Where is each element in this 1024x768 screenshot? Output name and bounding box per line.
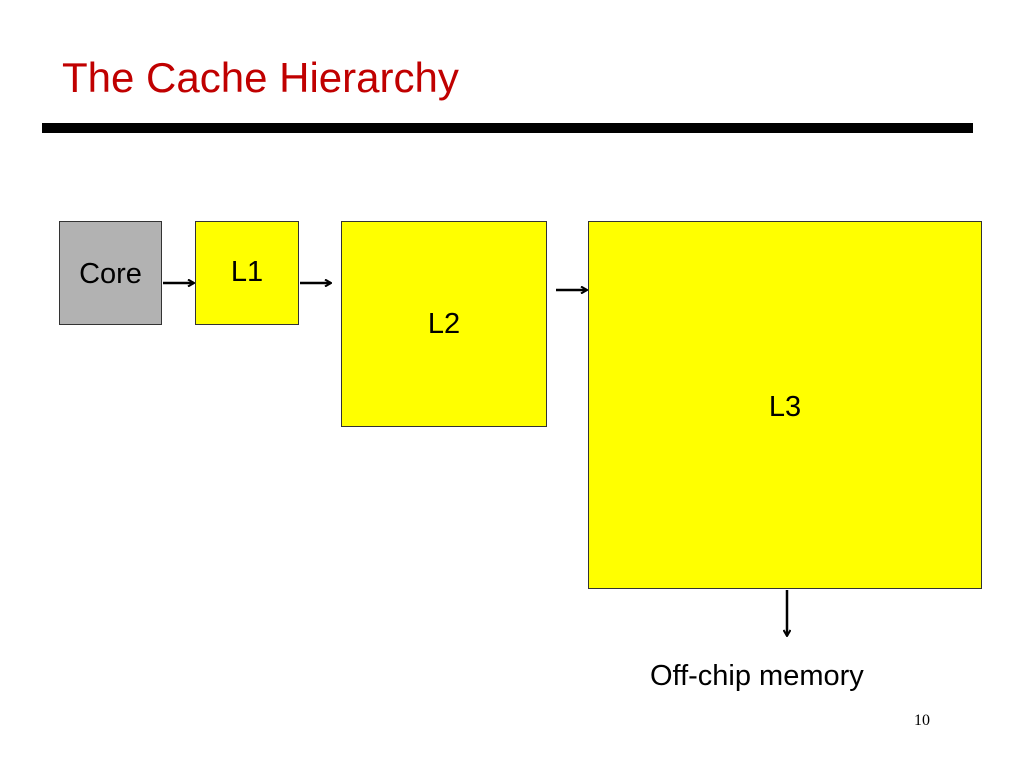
slide-number: 10 bbox=[914, 712, 930, 729]
l2-label: L2 bbox=[427, 308, 461, 340]
l3-cache-box: L3 bbox=[588, 221, 982, 589]
l1-label: L1 bbox=[230, 256, 264, 288]
title-divider bbox=[42, 123, 973, 133]
slide-title: The Cache Hierarchy bbox=[62, 54, 459, 101]
l2-cache-box: L2 bbox=[341, 221, 547, 427]
l1-cache-box: L1 bbox=[195, 221, 299, 325]
l3-label: L3 bbox=[768, 391, 802, 423]
core-label: Core bbox=[79, 258, 142, 290]
core-box: Core bbox=[59, 221, 162, 325]
off-chip-memory-label: Off-chip memory bbox=[650, 660, 864, 692]
